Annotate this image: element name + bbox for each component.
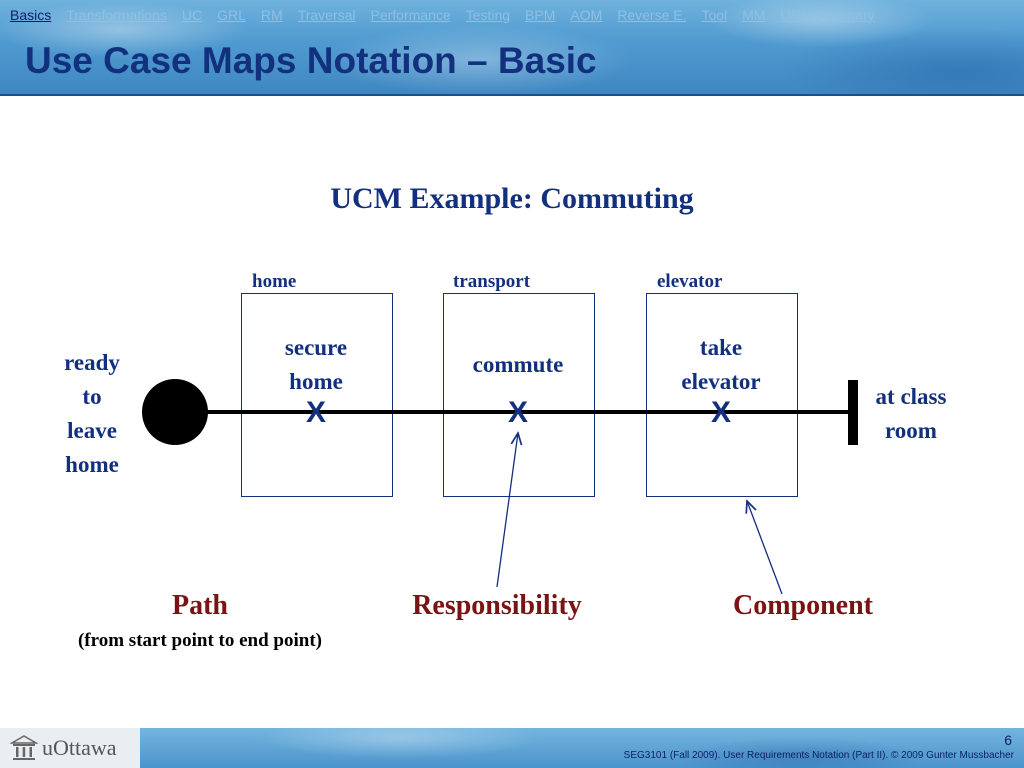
component-box-elevator xyxy=(646,293,798,497)
start-label-line: to xyxy=(82,384,102,409)
slide-title: Use Case Maps Notation – Basic xyxy=(25,40,597,81)
responsibility-arrow xyxy=(496,433,518,588)
nav-link-basics[interactable]: Basics xyxy=(10,7,52,23)
end-label-line: at class xyxy=(875,384,947,409)
nav-link-bpm[interactable]: BPM xyxy=(525,7,556,23)
nav-link-mm[interactable]: MM xyxy=(742,7,766,23)
nav-link-tool[interactable]: Tool xyxy=(701,7,728,23)
nav-link-urn-summary[interactable]: URN Summary xyxy=(780,7,875,23)
legend-component: Component xyxy=(732,590,873,621)
start-point-icon xyxy=(142,379,208,445)
responsibility-text-line1: take xyxy=(699,335,743,360)
nav-link-traversal[interactable]: Traversal xyxy=(297,7,356,23)
header-banner: Basics Transformations UC GRL RM Travers… xyxy=(0,0,1024,94)
responsibility-x-mark: X xyxy=(305,396,326,429)
legend-path-subtitle: (from start point to end point) xyxy=(77,630,322,651)
header-divider xyxy=(0,94,1024,96)
nav-link-transformations[interactable]: Transformations xyxy=(66,7,167,23)
nav-link-grl[interactable]: GRL xyxy=(217,7,246,23)
component-box-home xyxy=(241,293,393,497)
responsibility-x-mark: X xyxy=(710,396,731,429)
end-point-bar xyxy=(848,380,858,445)
topic-nav: Basics Transformations UC GRL RM Travers… xyxy=(10,7,875,27)
end-label-line: room xyxy=(885,418,937,443)
university-logo: uOttawa xyxy=(0,728,140,768)
nav-link-testing[interactable]: Testing xyxy=(465,7,511,23)
start-label-line: home xyxy=(65,452,119,477)
nav-link-reverse-e[interactable]: Reverse E. xyxy=(617,7,687,23)
component-label-elevator: elevator xyxy=(657,271,723,292)
responsibility-commute: commute xyxy=(443,348,593,382)
nav-link-uc[interactable]: UC xyxy=(181,7,203,23)
component-arrow xyxy=(747,501,783,595)
logo-text: uOttawa xyxy=(42,735,117,760)
footer-banner: uOttawa 6 SEG3101 (Fall 2009). User Requ… xyxy=(0,728,1024,768)
responsibility-text-line1: secure xyxy=(284,335,348,360)
nav-link-rm[interactable]: RM xyxy=(260,7,283,23)
start-label-line: leave xyxy=(67,418,117,443)
page-number: 6 xyxy=(1004,732,1012,748)
nav-link-aom[interactable]: AOM xyxy=(570,7,603,23)
responsibility-text-line2: home xyxy=(289,369,343,394)
end-point-label: at class room xyxy=(860,380,962,448)
component-label-home: home xyxy=(252,271,297,292)
responsibility-text-line2: elevator xyxy=(681,369,761,394)
responsibility-x-mark: X xyxy=(507,396,528,429)
component-box-transport xyxy=(443,293,595,497)
footer-note: SEG3101 (Fall 2009). User Requirements N… xyxy=(623,750,1014,761)
responsibility-secure-home: secure home xyxy=(241,331,391,399)
start-label-line: ready xyxy=(64,350,120,375)
responsibility-take-elevator: take elevator xyxy=(646,331,796,399)
building-icon xyxy=(10,735,38,760)
nav-link-performance[interactable]: Performance xyxy=(370,7,451,23)
start-point-label: ready to leave home xyxy=(42,346,142,482)
legend-responsibility: Responsibility xyxy=(412,590,582,621)
legend-path: Path xyxy=(172,590,228,621)
diagram-title: UCM Example: Commuting xyxy=(330,182,694,215)
ucm-path-svg xyxy=(142,379,858,595)
responsibility-text-line1: commute xyxy=(472,352,564,377)
ucm-diagram: UCM Example: Commuting home transport el… xyxy=(0,96,1024,728)
component-label-transport: transport xyxy=(453,271,531,292)
